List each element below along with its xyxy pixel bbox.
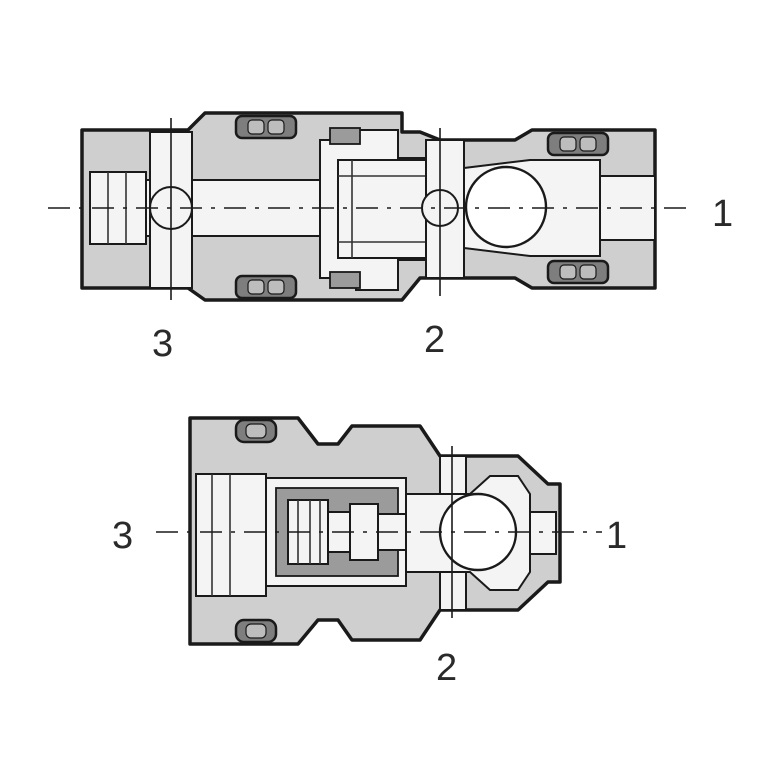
top-sleeve-lip-upper	[329, 127, 361, 145]
top-seal-left-lower	[234, 274, 298, 300]
top-valve: 1 3 2	[48, 111, 733, 365]
top-seal-left-upper	[234, 114, 298, 140]
bottom-port-3-bore	[195, 473, 267, 597]
top-seal-right-upper	[546, 131, 610, 157]
top-check-ball	[464, 165, 548, 249]
bottom-seal-lower	[234, 618, 278, 644]
top-label-port-2: 2	[424, 319, 445, 361]
bottom-valve: 3 1 2	[112, 416, 627, 689]
bottom-label-port-3: 3	[112, 515, 133, 557]
bottom-seal-upper	[234, 418, 278, 444]
top-seal-right-lower	[546, 259, 610, 285]
top-label-port-1: 1	[712, 193, 733, 235]
top-label-port-3: 3	[152, 323, 173, 365]
bottom-label-port-1: 1	[606, 515, 627, 557]
bottom-port-1-outlet	[529, 511, 557, 555]
bottom-label-port-2: 2	[436, 647, 457, 689]
top-sleeve-lip-lower	[329, 271, 361, 289]
